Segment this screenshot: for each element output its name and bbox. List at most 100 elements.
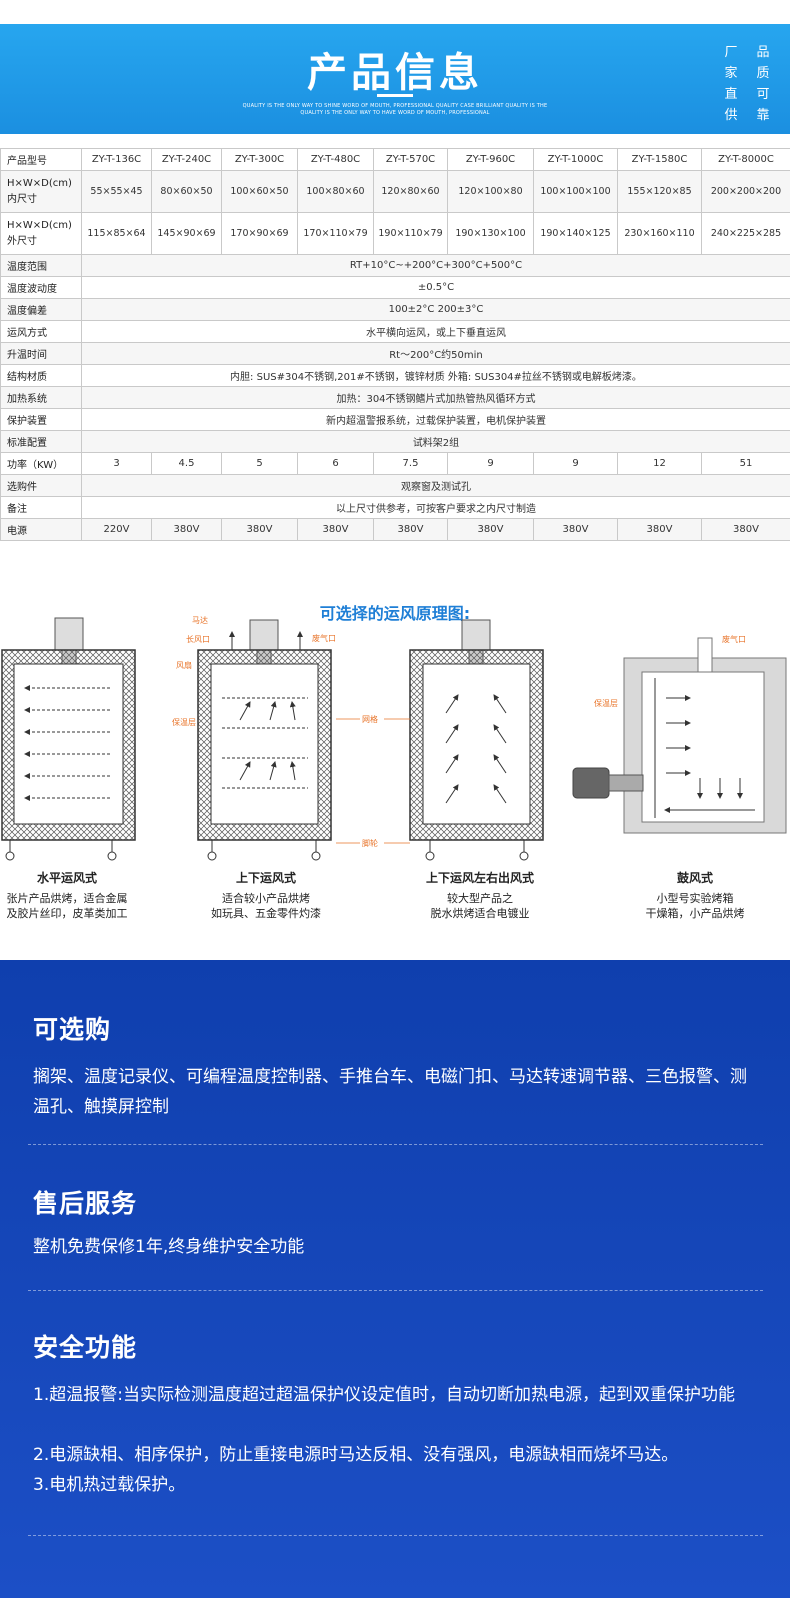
safety-title: 安全功能 (33, 1333, 138, 1362)
table-row: 运风方式水平横向运风，或上下垂直运风 (0, 320, 790, 343)
safety-item-1: 1.超温报警:当实际检测温度超过超温保护仪设定值时，自动切断加热电源，起到双重保… (33, 1385, 735, 1405)
label-insulation: 保温层 (172, 717, 196, 727)
slogan-char: 靠 (756, 108, 770, 123)
model-cell: ZY-T-1580C (617, 148, 702, 171)
caption-line: 如玩具、五金零件灼漆 (211, 907, 321, 920)
row-value: 加热：304不锈钢鳍片式加热管热风循环方式 (81, 386, 790, 409)
label-exhaust-2: 废气口 (722, 634, 746, 644)
row-label: 运风方式 (0, 320, 82, 343)
inner-size-cell: 80×60×50 (151, 170, 222, 213)
power-cell: 6 (297, 452, 374, 475)
inner-size-cell: 120×80×60 (373, 170, 448, 213)
row-label: H×W×D(cm)外尺寸 (0, 212, 82, 255)
table-row: 结构材质内胆: SUS#304不锈钢,201#不锈钢，镀锌材质 外箱: SUS3… (0, 364, 790, 387)
voltage-cell: 220V (81, 518, 152, 541)
row-value: Rt～200°C约50min (81, 342, 790, 365)
outer-size-cell: 170×90×69 (221, 212, 298, 255)
divider (28, 1535, 763, 1536)
inner-size-cell: 100×100×100 (533, 170, 618, 213)
table-row: 保护装置新内超温警报系统，过载保护装置，电机保护装置 (0, 408, 790, 431)
row-value: 内胆: SUS#304不锈钢,201#不锈钢，镀锌材质 外箱: SUS304#拉… (81, 364, 790, 387)
divider (28, 1290, 763, 1291)
label-mesh: 网格 (362, 714, 378, 724)
power-cell: 7.5 (373, 452, 448, 475)
model-cell: ZY-T-8000C (701, 148, 790, 171)
inner-size-cell: 200×200×200 (701, 170, 790, 213)
voltage-cell: 380V (617, 518, 702, 541)
info-section: 可选购 搁架、温度记录仪、可编程温度控制器、手推台车、电磁门扣、马达转速调节器、… (0, 960, 790, 1598)
voltage-cell: 380V (533, 518, 618, 541)
divider (28, 1144, 763, 1145)
label-long-port: 长风口 (186, 634, 210, 644)
table-row: 温度波动度±0.5°C (0, 276, 790, 299)
diagram-vertical-side-outlet (384, 619, 544, 861)
row-value: 观察窗及测试孔 (81, 474, 790, 497)
inner-size-cell: 100×80×60 (297, 170, 374, 213)
slogan-char: 家 (724, 66, 738, 81)
caption-title: 上下运风左右出风式 (425, 871, 534, 885)
model-cell: ZY-T-960C (447, 148, 534, 171)
inner-size-cell: 155×120×85 (617, 170, 702, 213)
row-label: 产品型号 (0, 148, 82, 171)
diagram-vertical-flow: 马达 长风口 废气口 风扇 保温层 网格 脚轮 (172, 615, 378, 861)
caption-blower: 鼓风式 小型号实验烤箱 干燥箱，小产品烘烤 (620, 871, 770, 921)
caption-line: 张片产品烘烤，适合金属 (6, 892, 128, 905)
optional-text: 搁架、温度记录仪、可编程温度控制器、手推台车、电磁门扣、马达转速调节器、三色报警… (33, 1067, 747, 1117)
inner-size-cell: 55×55×45 (81, 170, 152, 213)
slogan-char: 直 (724, 87, 738, 102)
caption-horizontal: 水平运风式 张片产品烘烤，适合金属 及胶片丝印，皮革类加工 (0, 871, 142, 921)
row-value: 新内超温警报系统，过载保护装置，电机保护装置 (81, 408, 790, 431)
voltage-cell: 380V (221, 518, 298, 541)
diagram-title: 可选择的运风原理图: (319, 604, 471, 623)
label-motor: 马达 (192, 615, 208, 625)
optional-title: 可选购 (33, 1015, 112, 1044)
airflow-diagrams: 马达 长风口 废气口 风扇 保温层 网格 脚轮 (1, 615, 787, 861)
slogan-char: 品 (756, 45, 770, 60)
inner-size-cell: 100×60×50 (221, 170, 298, 213)
outer-size-cell: 170×110×79 (297, 212, 374, 255)
caption-line: 干燥箱，小产品烘烤 (645, 907, 745, 920)
model-cell: ZY-T-300C (221, 148, 298, 171)
model-cell: ZY-T-240C (151, 148, 222, 171)
voltage-cell: 380V (373, 518, 448, 541)
row-value: 以上尺寸供参考，可按客户要求之内尺寸制造 (81, 496, 790, 519)
header-banner: 产品信息 QUALITY IS THE ONLY WAY TO SHINE WO… (0, 24, 790, 134)
outer-size-cell: 145×90×69 (151, 212, 222, 255)
caption-title: 水平运风式 (36, 871, 97, 885)
model-cell: ZY-T-1000C (533, 148, 618, 171)
safety-item-2: 2.电源缺相、相序保护，防止重接电源时马达反相、没有强风，电源缺相而烧坏马达。 (33, 1445, 679, 1465)
power-cell: 9 (533, 452, 618, 475)
row-label: 保护装置 (0, 408, 82, 431)
outer-size-cell: 190×110×79 (373, 212, 448, 255)
banner-slogan-left: 厂 家 直 供 (724, 42, 738, 126)
caption-line: 脱水烘烤适合电镀业 (430, 907, 530, 920)
caption-title: 上下运风式 (235, 871, 296, 885)
row-label: 结构材质 (0, 364, 82, 387)
power-cell: 9 (447, 452, 534, 475)
voltage-cell: 380V (151, 518, 222, 541)
row-label: 加热系统 (0, 386, 82, 409)
label-exhaust: 废气口 (312, 633, 336, 643)
label-wheel: 脚轮 (362, 838, 378, 848)
diagram-blower: 废气口 保温层 (572, 634, 787, 834)
power-cell: 3 (81, 452, 152, 475)
voltage-cell: 380V (297, 518, 374, 541)
row-label: 备注 (0, 496, 82, 519)
model-cell: ZY-T-136C (81, 148, 152, 171)
outer-size-cell: 115×85×64 (81, 212, 152, 255)
voltage-cell: 380V (701, 518, 790, 541)
label-fan: 风扇 (176, 660, 192, 670)
voltage-cell: 380V (447, 518, 534, 541)
caption-vertical-side: 上下运风左右出风式 较大型产品之 脱水烘烤适合电镀业 (400, 871, 560, 921)
inner-size-cell: 120×100×80 (447, 170, 534, 213)
row-label: 选购件 (0, 474, 82, 497)
label-insulation-2: 保温层 (594, 698, 618, 708)
row-label: 温度范围 (0, 254, 82, 277)
outer-size-cell: 240×225×285 (701, 212, 790, 255)
